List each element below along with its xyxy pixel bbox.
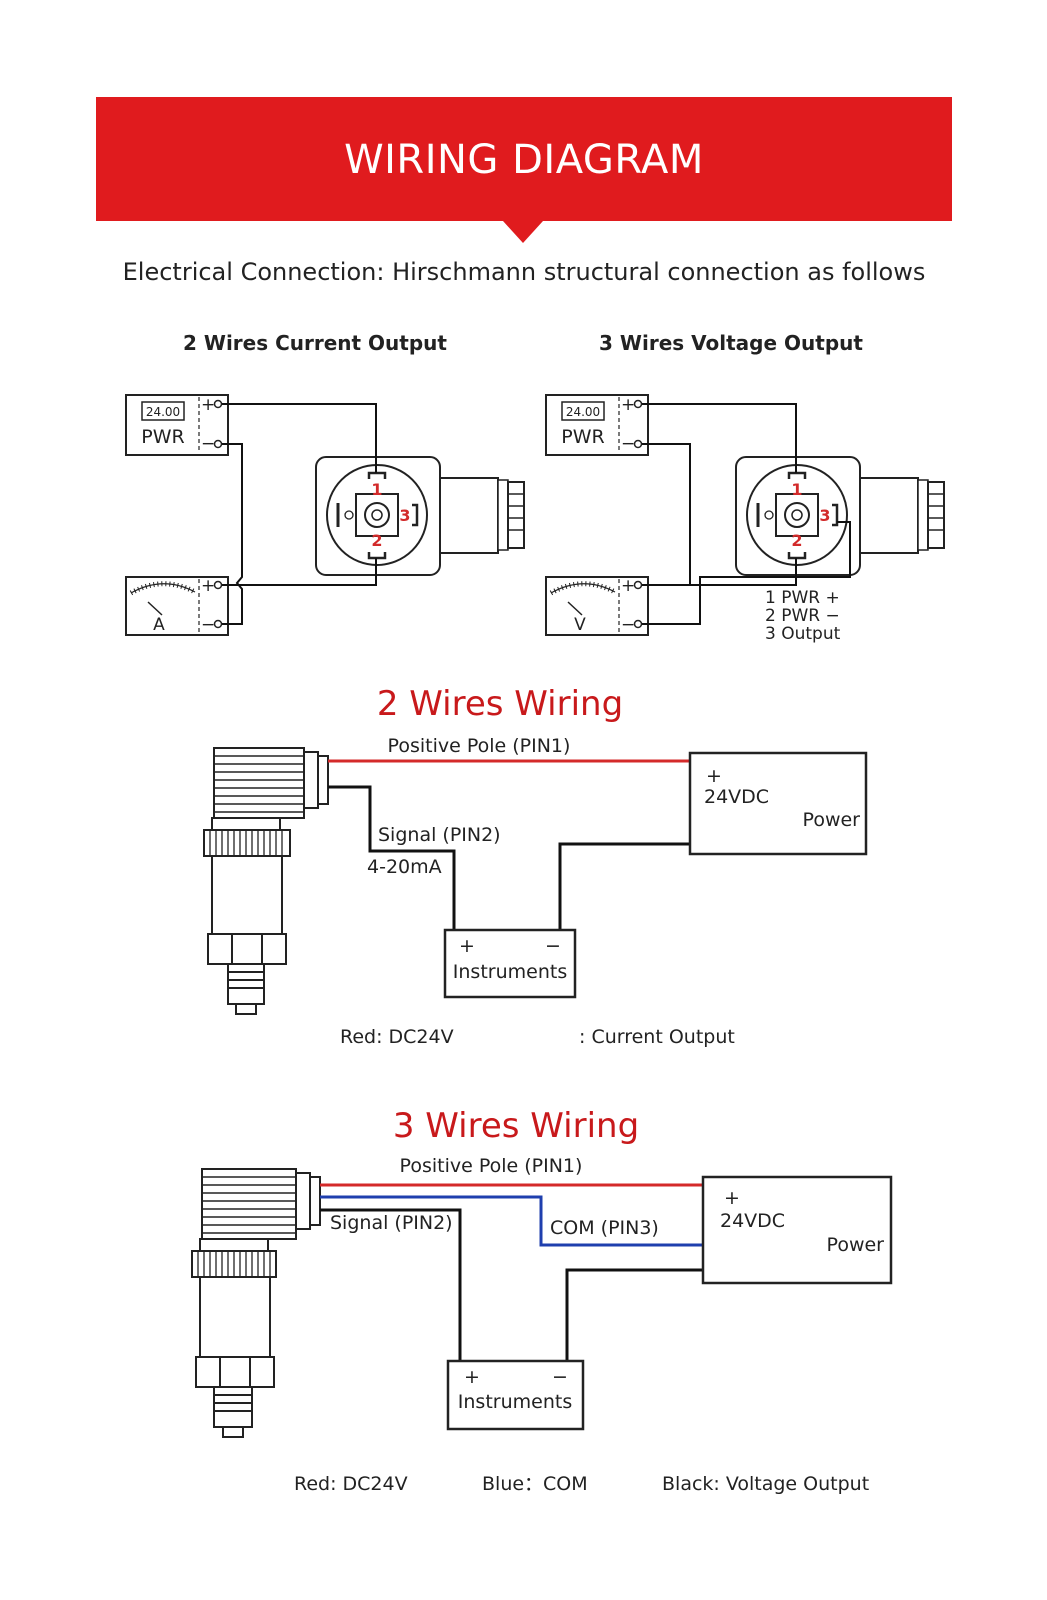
power-voltage: 24VDC	[720, 1210, 785, 1232]
power-plus: +	[724, 1187, 740, 1209]
pressure-transmitter	[203, 747, 329, 1015]
blue-wire-com	[320, 1195, 703, 1247]
signal-label: Signal (PIN2)	[330, 1212, 453, 1234]
ammeter-box: A + −	[125, 576, 229, 636]
meter-minus: −	[621, 615, 635, 635]
instr-label: Instruments	[453, 961, 567, 983]
power-label: Power	[827, 1234, 885, 1256]
pin1-label: 1	[791, 480, 802, 499]
legend-red: Red: DC24V	[340, 1026, 454, 1048]
intro-text: Electrical Connection: Hirschmann struct…	[123, 258, 926, 286]
black-wire-return	[565, 1268, 703, 1361]
meter-label: A	[153, 615, 165, 635]
pin-legend-3: 3 Output	[765, 624, 841, 644]
instr-plus: +	[464, 1366, 480, 1388]
positive-pole-label: Positive Pole (PIN1)	[388, 735, 571, 757]
pressure-transmitter	[191, 1168, 321, 1438]
top-right-wires	[642, 403, 851, 625]
pwr-display: 24.00	[566, 405, 600, 419]
instr-label: Instruments	[458, 1391, 572, 1413]
current-range-label: 4-20mA	[367, 856, 442, 878]
power-supply-box: 24.00 PWR + −	[125, 394, 229, 456]
pin3-label: 3	[819, 506, 830, 525]
legend-blue: Blue：COM	[482, 1473, 588, 1495]
meter-plus: +	[621, 576, 635, 596]
pin2-label: 2	[371, 531, 382, 550]
pwr-plus: +	[621, 395, 635, 415]
pwr-minus: −	[621, 434, 635, 454]
power-label: Power	[803, 809, 861, 831]
two-wire-section: 2 Wires Wiring	[203, 684, 868, 1048]
legend-red: Red: DC24V	[294, 1473, 408, 1495]
pwr-label: PWR	[561, 426, 604, 448]
power-voltage: 24VDC	[704, 786, 769, 808]
three-wire-section: 3 Wires Wiring	[191, 1106, 893, 1495]
meter-label: V	[574, 615, 586, 635]
top-right-diagram: 3 Wires Voltage Output 24.00 PWR + − V +…	[545, 331, 945, 644]
pin-legend-2: 2 PWR −	[765, 606, 840, 626]
pwr-minus: −	[201, 434, 215, 454]
power-supply: + 24VDC Power	[701, 1175, 893, 1285]
legend-black: Black: Voltage Output	[662, 1473, 869, 1495]
power-supply-box: 24.00 PWR + −	[545, 394, 649, 456]
hirschmann-connector: 1 2 3	[735, 456, 945, 576]
pin-legend: 1 PWR + 2 PWR − 3 Output	[765, 588, 841, 644]
signal-label: Signal (PIN2)	[378, 824, 501, 846]
legend-black: : Current Output	[579, 1026, 735, 1048]
instr-minus: −	[545, 935, 561, 957]
banner-title: WIRING DIAGRAM	[344, 137, 704, 183]
instruments-box: + − Instruments	[446, 1359, 585, 1431]
black-wire-return	[558, 842, 690, 930]
pwr-display: 24.00	[146, 405, 180, 419]
instr-minus: −	[552, 1366, 568, 1388]
top-right-title: 3 Wires Voltage Output	[599, 331, 863, 355]
top-left-title: 2 Wires Current Output	[183, 331, 447, 355]
three-wire-title: 3 Wires Wiring	[393, 1106, 639, 1146]
pwr-plus: +	[201, 395, 215, 415]
pin3-label: 3	[399, 506, 410, 525]
pin2-label: 2	[791, 531, 802, 550]
pin1-label: 1	[371, 480, 382, 499]
black-wire-signal	[328, 785, 456, 930]
hirschmann-connector: 1 2 3	[315, 456, 525, 576]
black-wire-signal	[320, 1208, 462, 1361]
meter-minus: −	[201, 615, 215, 635]
top-left-diagram: 2 Wires Current Output 24.00 PWR + − A +…	[125, 331, 525, 636]
voltmeter-box: V + −	[545, 576, 649, 636]
instr-plus: +	[459, 935, 475, 957]
top-left-wires	[222, 403, 377, 625]
pin-legend-1: 1 PWR +	[765, 588, 840, 608]
meter-plus: +	[201, 576, 215, 596]
two-wire-title: 2 Wires Wiring	[377, 684, 623, 724]
instruments-box: + − Instruments	[443, 928, 577, 999]
header-banner: WIRING DIAGRAM	[96, 97, 952, 243]
pwr-label: PWR	[141, 426, 184, 448]
power-plus: +	[706, 765, 722, 787]
positive-pole-label: Positive Pole (PIN1)	[400, 1155, 583, 1177]
power-supply: + 24VDC Power	[688, 751, 868, 856]
com-label: COM (PIN3)	[550, 1217, 659, 1239]
